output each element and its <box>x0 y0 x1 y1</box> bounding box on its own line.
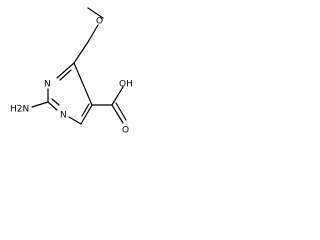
atom-label-amino: H2N <box>10 105 29 115</box>
bond-c4-n3 <box>56 62 75 79</box>
bond-c2-amino <box>31 101 49 108</box>
bond-methyl-o <box>87 7 104 19</box>
bond-c6-c5-double <box>81 103 90 117</box>
bond-c4-n3-double <box>59 69 72 81</box>
bond-c2-n1-double <box>51 98 60 106</box>
bond-cooh-oh <box>111 86 124 106</box>
atom-label-hydroxyl: OH <box>119 80 133 90</box>
bond-n1-c6 <box>68 116 82 125</box>
bond-cooh-o-double <box>115 102 127 121</box>
atom-label-ether-oxygen: O <box>96 17 103 27</box>
bond-c6-c5 <box>80 104 93 125</box>
bond-c5-c4 <box>73 62 93 106</box>
molecule-structure: O N N H2N OH O <box>10 7 133 136</box>
atom-label-ring-nitrogen-bottom: N <box>60 111 67 121</box>
atom-label-carbonyl-oxygen: O <box>122 126 129 136</box>
bond-o-ch2 <box>87 24 99 43</box>
bond-ch2-c4 <box>73 41 89 64</box>
bond-cooh-o <box>111 104 124 124</box>
structure-canvas: O N N H2N OH O <box>0 0 154 145</box>
bond-c2-n1 <box>47 101 58 111</box>
atom-label-ring-nitrogen-left: N <box>44 80 51 90</box>
